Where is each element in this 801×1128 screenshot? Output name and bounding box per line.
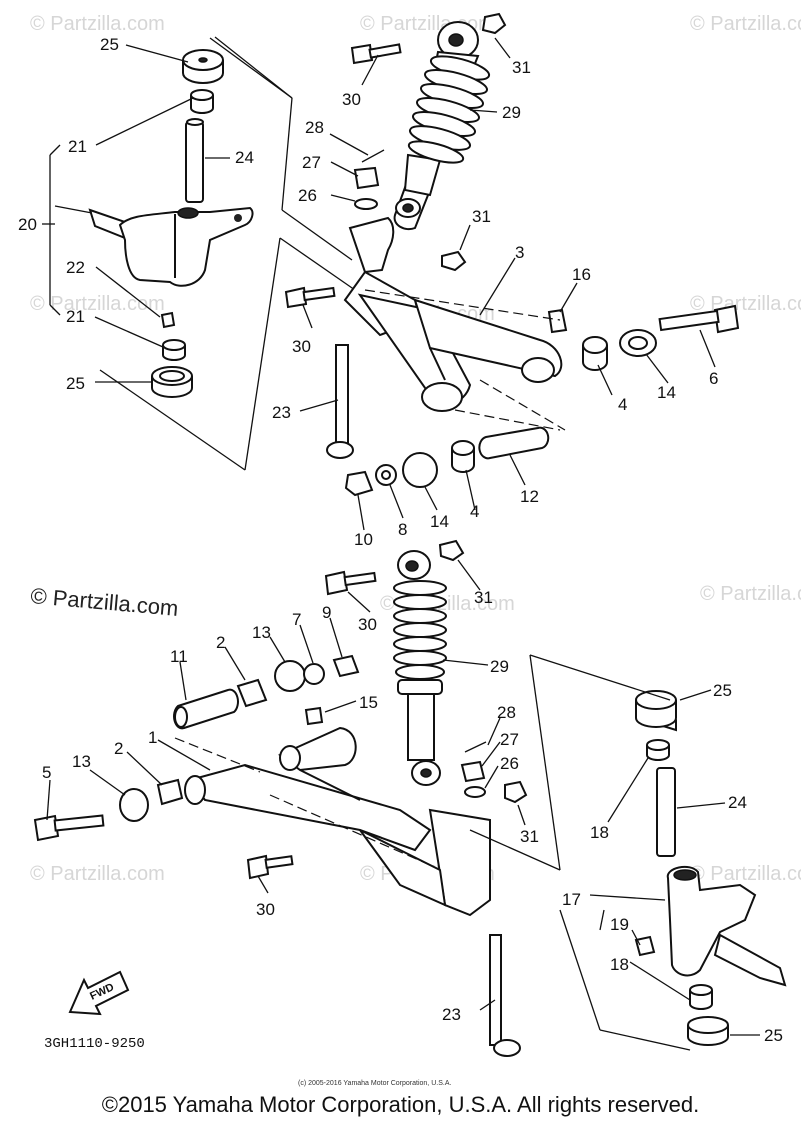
watermark: © Partzilla.com [30, 13, 165, 35]
callout-5: 5 [42, 763, 51, 782]
callout-3: 3 [515, 243, 524, 262]
callout-23: 23 [442, 1005, 461, 1024]
leader-lines [42, 37, 760, 1036]
callout-25: 25 [713, 681, 732, 700]
callout-4: 4 [470, 502, 479, 521]
upper-spring [407, 55, 491, 164]
callout-14: 14 [430, 512, 449, 531]
callout-8: 8 [398, 520, 407, 539]
callout-28: 28 [497, 703, 516, 722]
callouts: 25 31 30 29 21 24 28 27 26 20 22 31 3 16… [18, 35, 783, 1045]
callout-24: 24 [235, 148, 254, 167]
watermark: © Partzilla.com [30, 863, 165, 885]
callout-20: 20 [18, 215, 37, 234]
callout-25: 25 [100, 35, 119, 54]
callout-27: 27 [500, 730, 519, 749]
watermark: © Partzilla.com [690, 13, 801, 35]
callout-21: 21 [68, 137, 87, 156]
callout-17: 17 [562, 890, 581, 909]
callout-10: 10 [354, 530, 373, 549]
callout-23: 23 [272, 403, 291, 422]
lower-assembly: FWD [33, 539, 787, 1057]
callout-16: 16 [572, 265, 591, 284]
callout-28: 28 [305, 118, 324, 137]
callout-2: 2 [114, 739, 123, 758]
small-credit: (c) 2005-2016 Yamaha Motor Corporation, … [298, 1080, 451, 1087]
callout-4: 4 [618, 395, 627, 414]
callout-22: 22 [66, 258, 85, 277]
callout-30: 30 [358, 615, 377, 634]
callout-29: 29 [502, 103, 521, 122]
lower-spring [393, 580, 447, 680]
callout-30: 30 [342, 90, 361, 109]
callout-9: 9 [322, 603, 331, 622]
callout-29: 29 [490, 657, 509, 676]
callout-26: 26 [298, 186, 317, 205]
watermark: © Partzilla.com [30, 293, 165, 315]
callout-18: 18 [590, 823, 609, 842]
callout-1: 1 [148, 728, 157, 747]
copyright-notice: ©2015 Yamaha Motor Corporation, U.S.A. A… [101, 1092, 700, 1117]
callout-30: 30 [256, 900, 275, 919]
fwd-arrow: FWD [68, 970, 130, 1016]
callout-13: 13 [252, 623, 271, 642]
callout-31: 31 [474, 588, 493, 607]
callout-18: 18 [610, 955, 629, 974]
callout-31: 31 [472, 207, 491, 226]
drawing-code: 3GH1110-9250 [44, 1036, 145, 1052]
callout-2: 2 [216, 633, 225, 652]
callout-14: 14 [657, 383, 676, 402]
watermark: © Partzilla.com [700, 583, 801, 605]
upper-assembly [88, 12, 740, 497]
upper-shock [393, 21, 491, 231]
watermark: © Partzilla.com [690, 863, 801, 885]
callout-31: 31 [520, 827, 539, 846]
callout-27: 27 [302, 153, 321, 172]
callout-21: 21 [66, 307, 85, 326]
callout-6: 6 [709, 369, 718, 388]
callout-25: 25 [66, 374, 85, 393]
callout-30: 30 [292, 337, 311, 356]
callout-19: 19 [610, 915, 629, 934]
callout-13: 13 [72, 752, 91, 771]
callout-12: 12 [520, 487, 539, 506]
callout-15: 15 [359, 693, 378, 712]
callout-7: 7 [292, 610, 301, 629]
callout-25: 25 [764, 1026, 783, 1045]
watermark-main: © Partzilla.com [30, 583, 180, 621]
callout-31: 31 [512, 58, 531, 77]
callout-24: 24 [728, 793, 747, 812]
callout-26: 26 [500, 754, 519, 773]
callout-11: 11 [170, 647, 188, 666]
